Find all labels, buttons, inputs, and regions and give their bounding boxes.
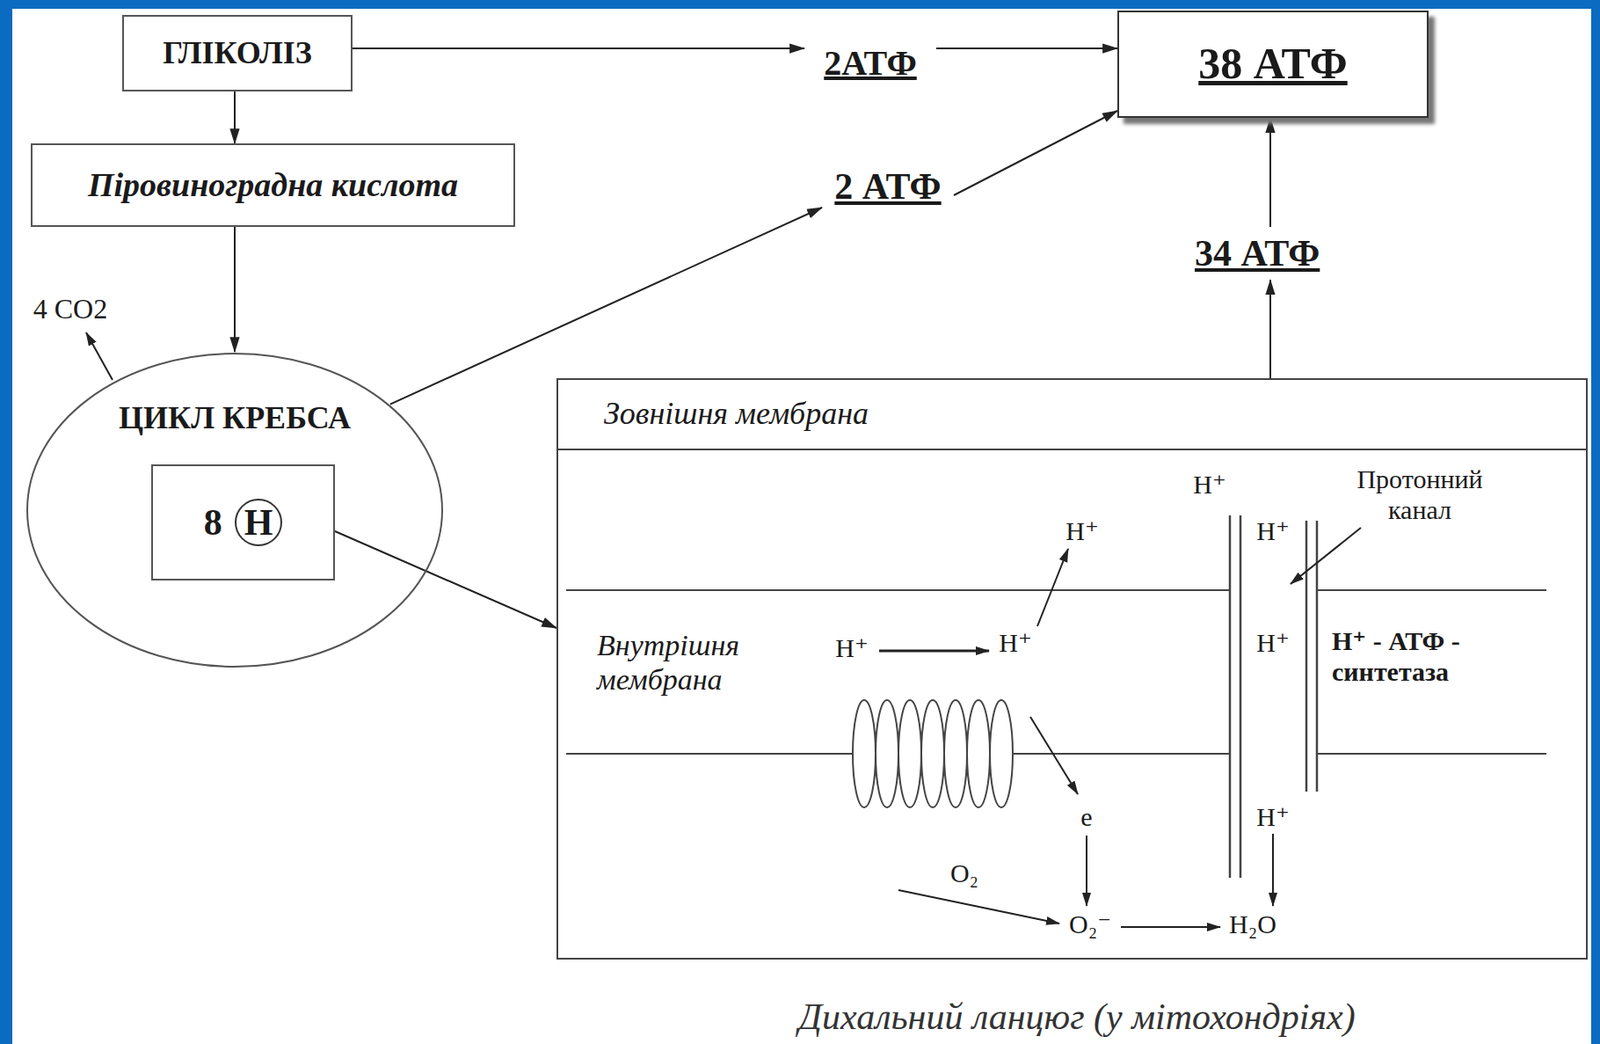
- flow-arrow: [334, 530, 557, 628]
- node-text: ГЛІКОЛІЗ: [162, 35, 313, 72]
- electron-arrow: [1030, 716, 1078, 794]
- process-box: Піровиноградна кислота: [30, 143, 516, 227]
- molecule-label: Н₂О: [1229, 909, 1277, 940]
- oxygen-arrow: [898, 889, 1060, 924]
- outer-membrane-line: [556, 448, 1588, 451]
- ion-label: Н⁺: [1065, 516, 1099, 547]
- ion-label: Н⁺: [1192, 469, 1227, 501]
- flow-arrow: [233, 91, 236, 144]
- part-label: Н⁺ - АТФ - синтетаза: [1331, 625, 1517, 687]
- atp-yield: 34 АТФ: [1184, 226, 1331, 280]
- inner-membrane-line: [566, 752, 853, 755]
- proton-arrow: [1272, 833, 1274, 906]
- node-text: 38 АТФ: [1198, 38, 1347, 90]
- node-text: Піровиноградна кислота: [87, 166, 459, 205]
- flow-arrow: [1269, 117, 1272, 227]
- caption: Дихальний ланцюг (у мітохондріях): [798, 995, 1355, 1038]
- carrier-coil: [875, 699, 899, 808]
- atp-yield: 2АТФ: [804, 35, 937, 92]
- inner-membrane-line: [566, 589, 1230, 591]
- carrier-coil: [967, 699, 990, 808]
- page-ground: [12, 8, 1592, 1044]
- flow-arrow: [352, 47, 805, 50]
- hydrogen-box: 8Н: [151, 464, 335, 581]
- node-text: ЦИКЛ КРЕБСА: [118, 400, 351, 437]
- node-text: Зовнішня мембрана: [603, 395, 869, 432]
- flow-arrow: [936, 47, 1118, 50]
- ion-label: Н⁺: [1256, 627, 1290, 659]
- ion-label: Н⁺: [835, 632, 869, 664]
- carrier-coil: [921, 699, 945, 808]
- node-text: 34 АТФ: [1194, 232, 1320, 275]
- node-text: Н: [234, 498, 284, 547]
- flow-arrow: [233, 226, 236, 352]
- channel-wall: [1305, 520, 1309, 792]
- carrier-coil: [852, 699, 876, 808]
- molecule-label: О₂⁻: [1069, 909, 1112, 940]
- cycle-ellipse: ЦИКЛ КРЕБСА 8Н: [25, 351, 444, 669]
- total-box: 38 АТФ: [1117, 10, 1429, 118]
- ion-label: Н⁺: [1256, 516, 1290, 547]
- flow-arrow: [390, 207, 822, 405]
- flow-arrow: [1269, 279, 1272, 379]
- ion-label: Н⁺: [1256, 801, 1290, 833]
- proton-arrow: [879, 649, 990, 653]
- molecule-label: О₂: [950, 858, 979, 889]
- carrier-coil: [944, 699, 968, 808]
- process-box: ГЛІКОЛІЗ: [122, 14, 353, 92]
- node-text: 2 АТФ: [834, 165, 941, 208]
- leader-arrow: [1290, 527, 1361, 584]
- flow-arrow: [953, 110, 1118, 196]
- inner-membrane-line: [1316, 752, 1547, 755]
- membrane-label: Внутрішня мембрана: [596, 627, 800, 697]
- water-arrow: [1120, 925, 1221, 928]
- node-text: 8: [203, 501, 223, 544]
- electron-label: е: [1080, 801, 1092, 833]
- inner-membrane-line: [1316, 589, 1547, 591]
- product-label: 4 CO2: [33, 292, 108, 326]
- carrier-coil: [898, 699, 922, 808]
- proton-arrow: [1037, 548, 1069, 626]
- ion-label: Н⁺: [998, 627, 1033, 659]
- atp-yield: 2 АТФ: [821, 158, 954, 215]
- ellipse-outline: [27, 353, 443, 667]
- channel-wall: [1229, 515, 1232, 878]
- carrier-coil: [989, 699, 1013, 808]
- ellipse-outline: [25, 351, 444, 669]
- electron-arrow: [1085, 835, 1088, 906]
- node-text: 2АТФ: [823, 43, 917, 84]
- part-label: Протонний канал: [1331, 464, 1508, 525]
- inner-membrane-line: [1012, 752, 1230, 755]
- co2-arrow: [86, 332, 113, 380]
- channel-wall: [1239, 515, 1243, 878]
